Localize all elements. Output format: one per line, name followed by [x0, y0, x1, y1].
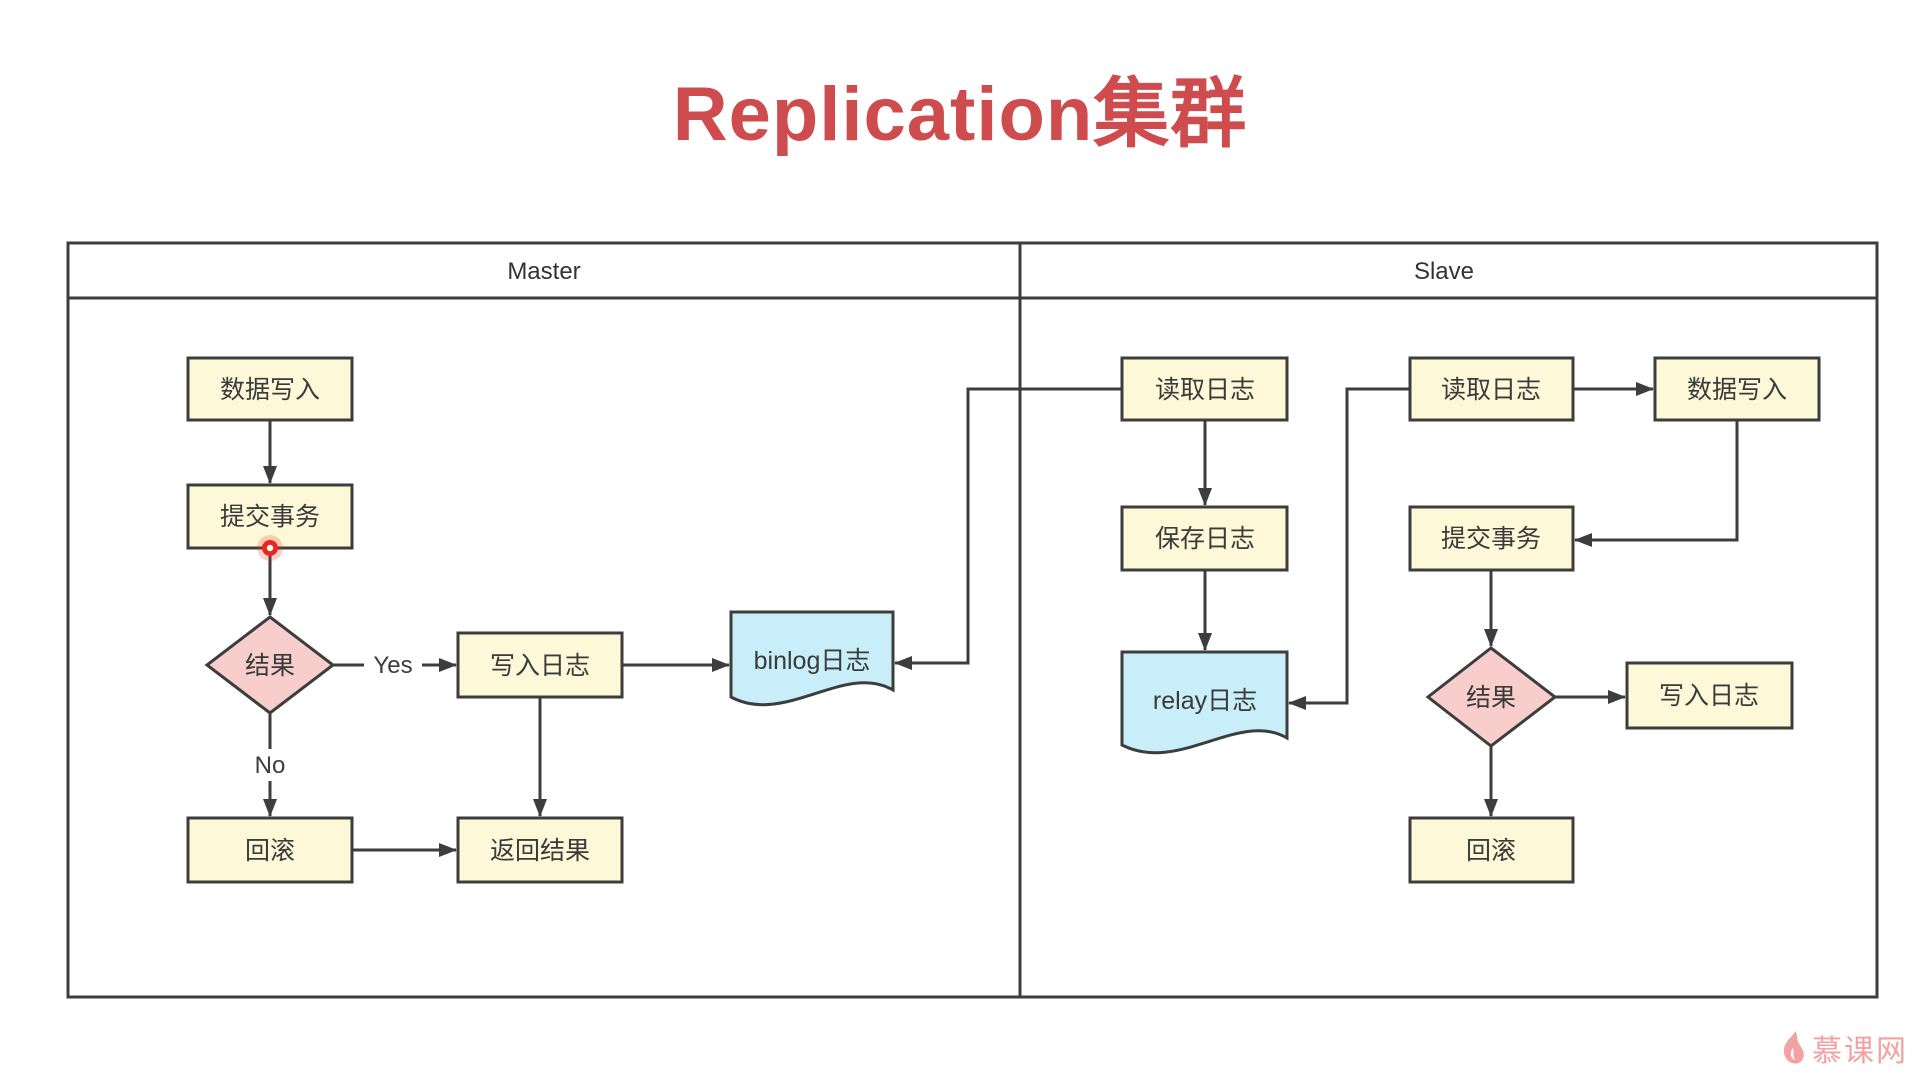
- decision-diamond: [1425, 646, 1558, 748]
- yes-label-bg: [364, 649, 422, 681]
- edge-s-readlog1-to-binlog: [894, 387, 1122, 670]
- document-shape: [729, 610, 895, 707]
- watermark-text: 慕课网: [1812, 1035, 1908, 1068]
- lane-title-master: Master: [507, 258, 580, 285]
- process-box: [456, 816, 624, 884]
- process-box: [1653, 356, 1821, 422]
- node-label: 保存日志: [1155, 525, 1255, 553]
- node-label: 写入日志: [490, 652, 590, 680]
- no-label-bg: [244, 749, 296, 781]
- node-master-binlog-document: binlog日志: [729, 610, 895, 707]
- node-slave-commit-tx: 提交事务: [1408, 505, 1575, 572]
- node-master-write-log: 写入日志: [456, 631, 624, 699]
- node-label: 结果: [245, 652, 295, 680]
- node-slave-read-log-io: 读取日志: [1120, 356, 1289, 422]
- node-slave-save-log: 保存日志: [1120, 505, 1289, 572]
- node-slave-data-write: 数据写入: [1653, 356, 1821, 422]
- node-master-return-result: 返回结果: [456, 816, 624, 884]
- process-box: [1408, 356, 1575, 422]
- process-box: [186, 483, 354, 550]
- node-label: 回滚: [1466, 837, 1516, 865]
- node-master-rollback: 回滚: [186, 816, 354, 884]
- node-label: 提交事务: [220, 503, 320, 531]
- flame-icon: [1783, 1031, 1804, 1064]
- process-box: [1408, 816, 1575, 884]
- edge-s-readlog2-to-relay: [1288, 387, 1410, 710]
- imooc-watermark: 慕课网: [1780, 1026, 1908, 1070]
- process-box: [456, 631, 624, 699]
- process-box: [1120, 505, 1289, 572]
- frame-outline: [66, 241, 1879, 999]
- node-master-data-write: 数据写入: [186, 356, 354, 422]
- node-label: 回滚: [245, 837, 295, 865]
- node-label: 数据写入: [220, 376, 320, 404]
- node-label: 读取日志: [1441, 376, 1541, 404]
- edge-s-datawrite-to-commit: [1574, 420, 1739, 547]
- no-label: No: [255, 752, 286, 779]
- document-shape: [1120, 650, 1289, 755]
- decision-diamond: [204, 615, 336, 715]
- node-slave-rollback: 回滚: [1408, 816, 1575, 884]
- process-box: [1408, 505, 1575, 572]
- process-box: [186, 816, 354, 884]
- process-box: [1120, 356, 1289, 422]
- edges: [263, 382, 1739, 857]
- node-label: 数据写入: [1687, 376, 1787, 404]
- page-title: Replication集群: [672, 72, 1248, 157]
- swimlane-frame: Master Slave: [66, 241, 1879, 999]
- node-label: binlog日志: [754, 647, 871, 675]
- node-slave-write-log: 写入日志: [1625, 661, 1794, 730]
- process-box: [1625, 661, 1794, 730]
- record-dot-icon: [257, 535, 283, 561]
- node-master-commit-tx: 提交事务: [186, 483, 354, 550]
- lane-title-slave: Slave: [1414, 258, 1474, 285]
- node-label: relay日志: [1153, 687, 1257, 715]
- node-label: 返回结果: [490, 837, 590, 865]
- node-label: 结果: [1466, 684, 1516, 712]
- node-master-result-decision: 结果: [204, 615, 336, 715]
- record-dot-center: [266, 544, 274, 552]
- edge-labels: Yes No: [244, 649, 422, 781]
- node-label: 提交事务: [1441, 525, 1541, 553]
- node-label: 读取日志: [1155, 376, 1255, 404]
- node-slave-read-log-sql: 读取日志: [1408, 356, 1575, 422]
- process-box: [186, 356, 354, 422]
- node-label: 写入日志: [1659, 682, 1759, 710]
- node-slave-result-decision: 结果: [1425, 646, 1558, 748]
- yes-label: Yes: [373, 652, 412, 679]
- node-slave-relay-log-document: relay日志: [1120, 650, 1289, 755]
